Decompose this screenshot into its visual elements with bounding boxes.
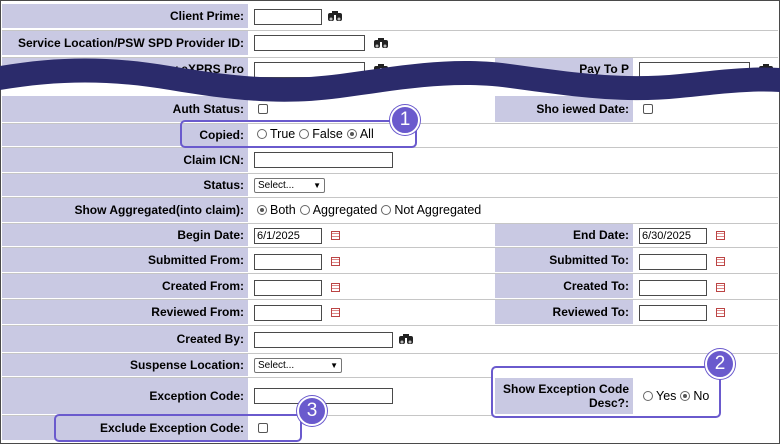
calendar-icon[interactable] <box>331 308 340 317</box>
claim-icn-input[interactable] <box>254 152 393 168</box>
label-copied: Copied: <box>2 124 248 146</box>
not-aggregated-option[interactable]: Not Aggregated <box>381 203 481 217</box>
callout-badge-2: 2 <box>705 349 735 379</box>
row-divider <box>2 57 778 58</box>
calendar-icon[interactable] <box>716 283 725 292</box>
row-divider <box>2 299 778 300</box>
suspense-location-select[interactable]: Select... ▼ <box>254 358 342 373</box>
copied-true-option[interactable]: True <box>257 127 295 141</box>
copied-true-label: True <box>270 127 296 141</box>
copied-radio-group: True False All <box>257 126 378 142</box>
row-divider <box>2 353 778 354</box>
copied-false-option[interactable]: False <box>299 127 343 141</box>
copied-all-label: All <box>359 127 374 141</box>
aggregated-both-option[interactable]: Both <box>257 203 296 217</box>
binoculars-icon[interactable] <box>398 333 414 345</box>
callout-badge-1: 1 <box>390 105 420 135</box>
label-claim-icn: Claim ICN: <box>2 148 248 172</box>
label-status: Status: <box>2 174 248 196</box>
copied-all-option[interactable]: All <box>346 127 374 141</box>
callout-badge-3: 3 <box>297 396 327 426</box>
radio-icon <box>257 129 267 139</box>
radio-icon <box>299 205 310 215</box>
binoculars-icon[interactable] <box>327 10 343 22</box>
label-exclude-exception-code: Exclude Exception Code: <box>2 416 248 440</box>
label-end-date: End Date: <box>495 224 633 246</box>
submitted-from-input[interactable] <box>254 254 322 270</box>
radio-icon <box>643 391 653 401</box>
aggregated-option[interactable]: Aggregated <box>299 203 378 217</box>
radio-icon <box>299 129 310 139</box>
row-divider <box>2 197 778 198</box>
status-select-value: Select... <box>258 180 295 191</box>
exception-desc-yes-option[interactable]: Yes <box>643 389 676 403</box>
row-divider <box>2 273 778 274</box>
service-location-input[interactable] <box>254 35 365 51</box>
calendar-icon[interactable] <box>331 257 340 266</box>
row-divider <box>2 30 778 31</box>
label-created-to: Created To: <box>495 274 633 298</box>
torn-page-divider <box>0 58 780 102</box>
row-divider <box>2 377 492 378</box>
radio-selected-icon <box>257 205 267 215</box>
suspense-select-value: Select... <box>258 360 295 371</box>
client-prime-input[interactable] <box>254 9 322 25</box>
radio-selected-icon <box>346 129 357 139</box>
end-date-input[interactable]: 6/30/2025 <box>639 228 707 244</box>
created-by-input[interactable] <box>254 332 393 348</box>
copied-false-label: False <box>312 127 343 141</box>
label-suspense-location: Suspense Location: <box>2 354 248 376</box>
calendar-icon[interactable] <box>716 308 725 317</box>
callout-box-2 <box>491 366 721 418</box>
auth-status-checkbox[interactable] <box>258 104 268 114</box>
label-submitted-from: Submitted From: <box>2 248 248 272</box>
radio-icon <box>381 205 392 215</box>
row-divider <box>2 325 778 326</box>
label-submitted-to: Submitted To: <box>495 248 633 272</box>
callout-box-3 <box>54 414 302 442</box>
chevron-down-icon: ▼ <box>330 361 338 370</box>
row-divider <box>2 247 778 248</box>
calendar-icon[interactable] <box>716 257 725 266</box>
label-reviewed-date: Sho iewed Date: <box>495 96 633 122</box>
aggregated-label: Aggregated <box>312 203 378 217</box>
label-exception-code: Exception Code: <box>2 378 248 414</box>
reviewed-to-input[interactable] <box>639 305 707 321</box>
radio-selected-icon <box>680 391 691 401</box>
exception-desc-no-label: No <box>693 389 710 403</box>
label-created-by: Created By: <box>2 326 248 352</box>
label-show-aggregated: Show Aggregated(into claim): <box>2 198 248 222</box>
created-to-input[interactable] <box>639 280 707 296</box>
label-client-prime: Client Prime: <box>2 4 248 28</box>
exception-desc-yes-label: Yes <box>656 389 677 403</box>
row-divider <box>2 223 778 224</box>
label-begin-date: Begin Date: <box>2 224 248 246</box>
created-from-input[interactable] <box>254 280 322 296</box>
status-select[interactable]: Select... ▼ <box>254 178 325 193</box>
reviewed-from-input[interactable] <box>254 305 322 321</box>
calendar-icon[interactable] <box>716 231 725 240</box>
binoculars-icon[interactable] <box>373 37 389 49</box>
label-show-exception-desc: Show Exception Code Desc?: <box>495 378 633 414</box>
calendar-icon[interactable] <box>331 231 340 240</box>
label-reviewed-to: Reviewed To: <box>495 300 633 324</box>
row-divider <box>2 173 778 174</box>
exclude-exception-code-checkbox[interactable] <box>258 423 268 433</box>
callout-box-1 <box>180 120 417 148</box>
submitted-to-input[interactable] <box>639 254 707 270</box>
begin-date-input[interactable]: 6/1/2025 <box>254 228 322 244</box>
calendar-icon[interactable] <box>331 283 340 292</box>
exception-desc-no-option[interactable]: No <box>680 389 709 403</box>
exception-desc-radio-group: Yes No <box>643 388 713 404</box>
label-reviewed-from: Reviewed From: <box>2 300 248 324</box>
label-auth-status: Auth Status: <box>2 96 248 122</box>
aggregated-radio-group: Both Aggregated Not Aggregated <box>257 202 485 218</box>
chevron-down-icon: ▼ <box>313 181 321 190</box>
reviewed-date-checkbox[interactable] <box>643 104 653 114</box>
not-aggregated-label: Not Aggregated <box>394 203 482 217</box>
aggregated-both-label: Both <box>270 203 296 217</box>
label-service-location: Service Location/PSW SPD Provider ID: <box>2 31 248 55</box>
label-created-from: Created From: <box>2 274 248 298</box>
